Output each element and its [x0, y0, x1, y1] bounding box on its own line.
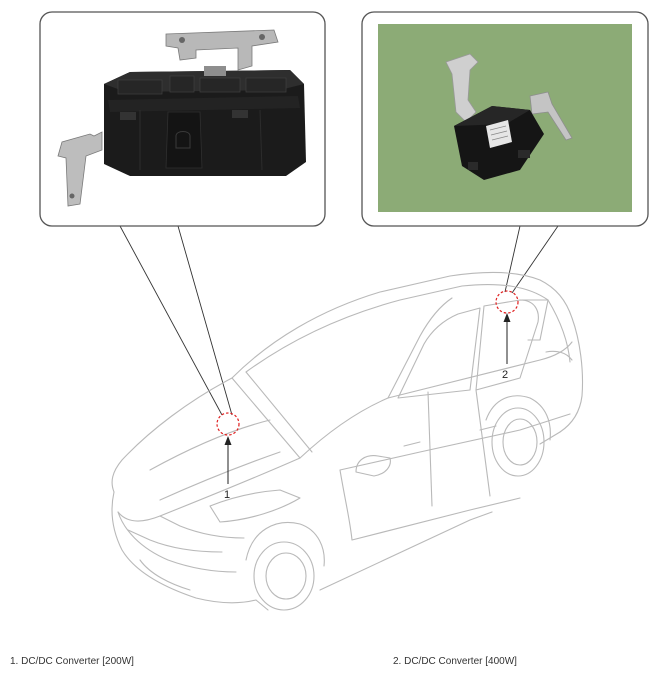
leader-line-2b	[511, 225, 559, 294]
caption-item-2: 2. DC/DC Converter [400W]	[393, 656, 517, 667]
locator-circle-2	[495, 290, 519, 314]
callout-arrow-1	[224, 436, 232, 484]
leader-lines	[119, 225, 559, 416]
callout-number-1: 1	[224, 489, 230, 501]
leader-line-1b	[177, 225, 233, 416]
detail-frame-2	[361, 11, 649, 227]
leader-line-1a	[119, 225, 223, 416]
callout-arrow-2	[503, 313, 511, 364]
vehicle-line-art	[111, 271, 584, 611]
locator-circle-1	[216, 412, 240, 436]
detail-frame-1	[39, 11, 326, 227]
callout-number-2: 2	[502, 369, 508, 381]
caption-item-1: 1. DC/DC Converter [200W]	[10, 656, 134, 667]
converter-400w-photo	[445, 53, 573, 180]
leader-line-2a	[504, 225, 521, 293]
converter-200w-photo	[57, 29, 306, 207]
